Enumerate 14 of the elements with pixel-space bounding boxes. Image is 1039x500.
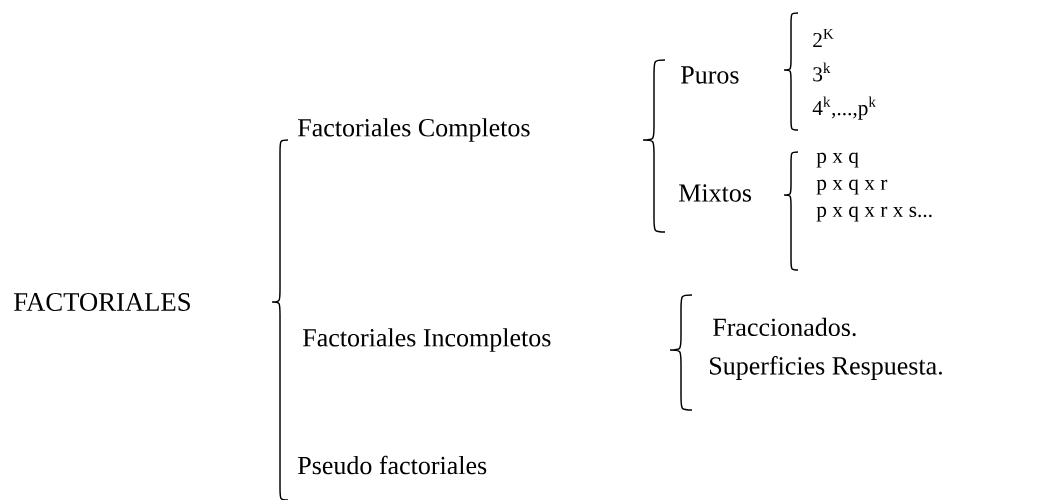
item-text: Factoriales Incompletos bbox=[303, 328, 551, 352]
item-text: p x q x r x s... bbox=[816, 206, 932, 222]
item-text: 4$^{k}$,...,p$^{k}$ bbox=[812, 96, 876, 120]
item-text: Factoriales Completos bbox=[298, 118, 530, 142]
item-text: Superficies Respuesta. bbox=[710, 356, 942, 380]
item-text: Pseudo factoriales bbox=[298, 455, 487, 475]
item-text: 3$^{k}$ bbox=[813, 62, 831, 82]
item-text: Fraccionados. bbox=[713, 317, 856, 337]
item-text: Mixtos bbox=[679, 184, 751, 202]
item-text: FACTORIALES bbox=[14, 293, 190, 311]
item-text: p x q bbox=[816, 152, 859, 168]
item-text: p x q x r bbox=[816, 179, 888, 195]
item-text: 2$^{K}$ bbox=[813, 28, 834, 48]
item-text: Puros bbox=[681, 66, 739, 84]
